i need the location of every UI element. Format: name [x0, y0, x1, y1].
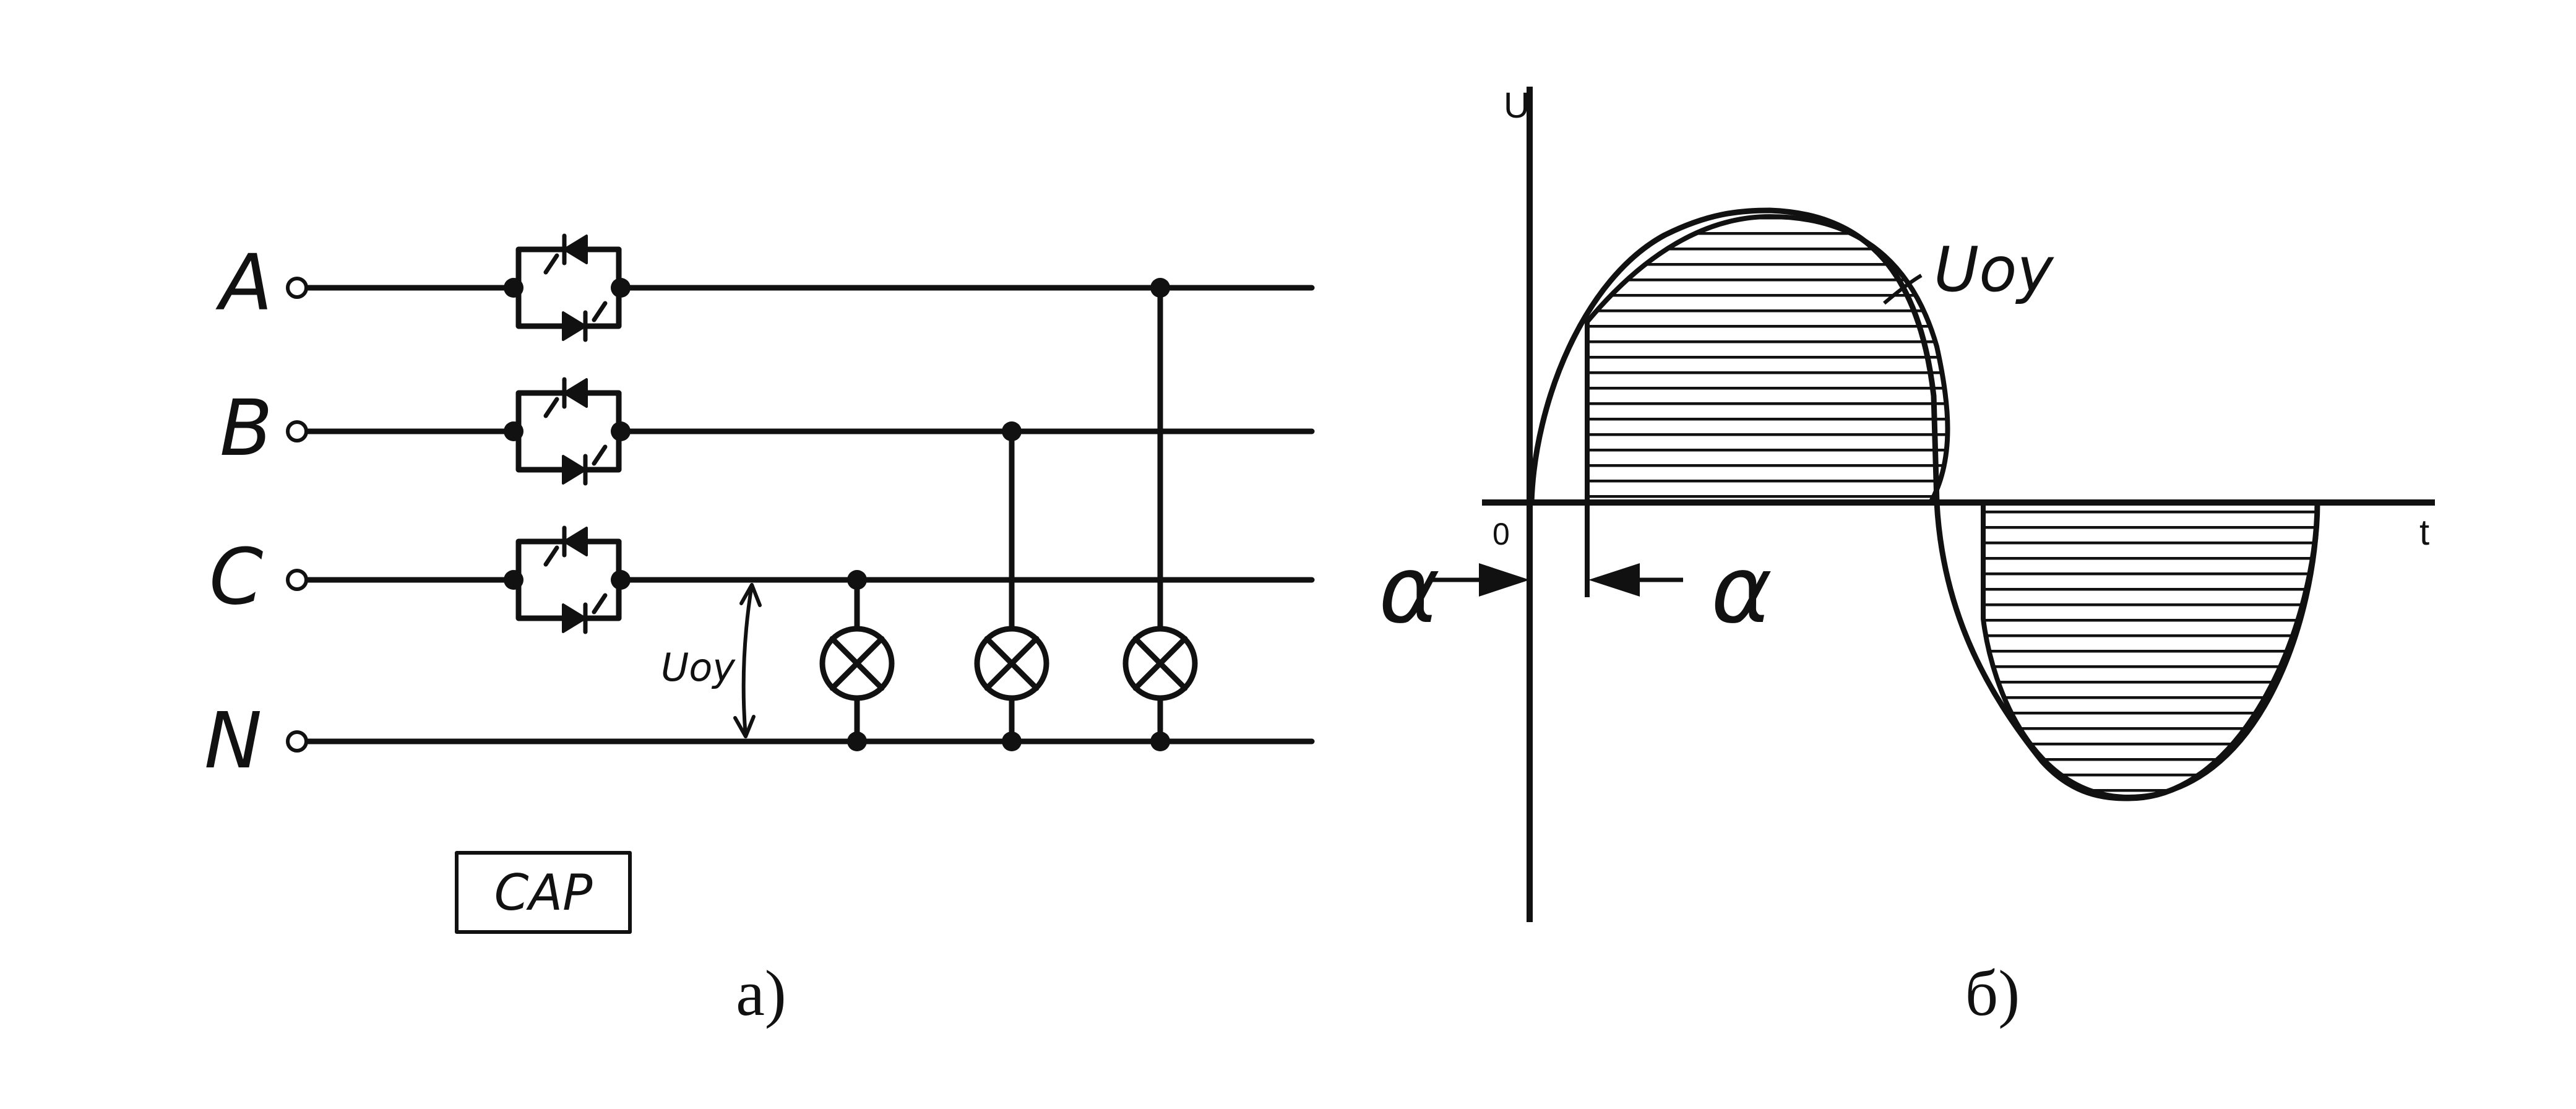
caption-a: а) [736, 957, 786, 1029]
positive-hatched-region [1585, 214, 1950, 505]
waveform-diagram [1429, 87, 2435, 922]
phase-a-line [286, 277, 1315, 299]
origin-label: 0 [1493, 517, 1510, 551]
axis-y-label: U [1504, 85, 1530, 126]
controller-label: САР [494, 864, 593, 921]
phase-c-line [286, 569, 1315, 591]
phase-label-b: B [220, 384, 273, 473]
voltage-arrow [733, 583, 762, 738]
alpha-label-left: α [1379, 537, 1440, 644]
thyristor-pair-b [504, 377, 631, 486]
thyristor-pair-c [504, 525, 631, 634]
terminal-a [286, 277, 308, 299]
axis-x-label: t [2419, 512, 2429, 553]
controller-box [455, 851, 632, 934]
alpha-indicator [1429, 503, 1683, 597]
phase-label-n: N [204, 696, 262, 786]
terminal-b [286, 420, 308, 442]
phase-label-c: C [209, 532, 263, 622]
terminal-n [286, 730, 308, 753]
phase-b-line [286, 420, 1315, 442]
lamp-c [819, 570, 895, 751]
circuit-diagram [286, 233, 1315, 934]
voltage-label: Uоу [661, 645, 736, 690]
curve-label-leader [1883, 274, 1923, 305]
lamp-b [974, 421, 1049, 751]
curve-label: Uоу [1934, 233, 2054, 306]
lamp-a [1122, 278, 1198, 751]
thyristor-pair-a [504, 233, 631, 342]
alpha-label-right: α [1711, 537, 1772, 644]
caption-b: б) [1965, 957, 2020, 1029]
terminal-c [286, 569, 308, 591]
neutral-line [286, 730, 1315, 753]
phase-label-a: A [215, 238, 273, 328]
